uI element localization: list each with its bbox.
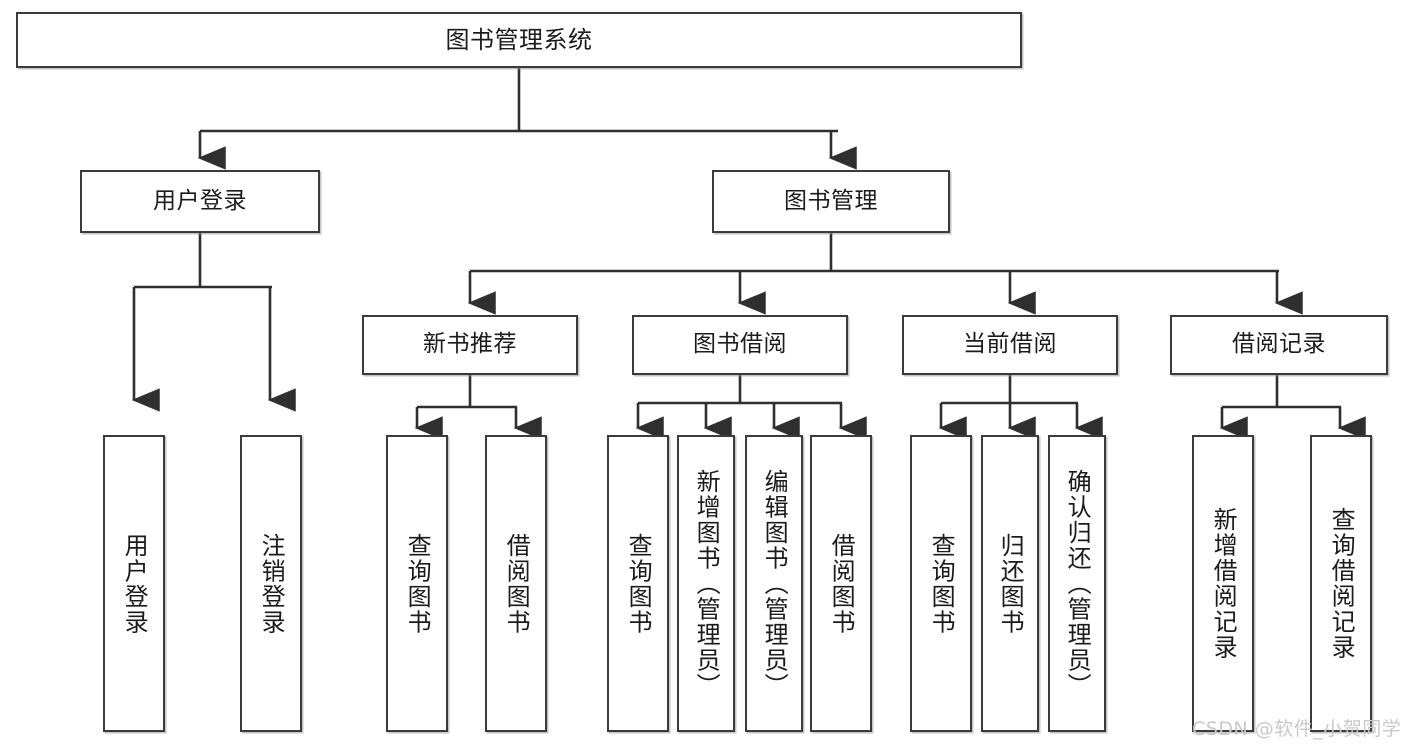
csdn-watermark: CSDN @软件_小贺同学	[1192, 718, 1402, 740]
leaf-query-books-current[interactable]: 查询图书	[910, 435, 972, 732]
node-label: 新增借阅记录	[1209, 507, 1238, 660]
node-book-borrowing[interactable]: 图书借阅	[632, 315, 848, 375]
node-label: 归还图书	[996, 532, 1025, 635]
leaf-query-books-borrow[interactable]: 查询图书	[607, 435, 669, 732]
node-label: 查询图书	[403, 532, 432, 635]
node-user-login[interactable]: 用户登录	[80, 170, 320, 233]
node-label: 用户登录	[120, 532, 149, 635]
node-label: 图书管理系统	[445, 25, 593, 54]
leaf-confirm-return-admin[interactable]: 确认归还（管理员）	[1048, 435, 1106, 732]
leaf-return-books[interactable]: 归还图书	[981, 435, 1039, 732]
node-label: 查询借阅记录	[1327, 507, 1356, 660]
node-label: 新增图书（管理员）	[692, 468, 721, 699]
leaf-borrow-books-recommend[interactable]: 借阅图书	[485, 435, 547, 732]
leaf-user-login[interactable]: 用户登录	[103, 435, 165, 732]
node-label: 图书管理	[784, 187, 878, 214]
node-label: 图书借阅	[693, 331, 787, 358]
node-label: 查询图书	[927, 532, 956, 635]
node-label: 确认归还（管理员）	[1063, 468, 1092, 699]
leaf-add-book-admin[interactable]: 新增图书（管理员）	[677, 435, 735, 732]
leaf-logout-login[interactable]: 注销登录	[240, 435, 302, 732]
node-label: 用户登录	[153, 187, 247, 214]
node-label: 编辑图书（管理员）	[760, 468, 789, 699]
node-label: 注销登录	[257, 532, 286, 635]
node-label: 借阅记录	[1232, 331, 1326, 358]
leaf-borrow-books[interactable]: 借阅图书	[810, 435, 872, 732]
node-label: 借阅图书	[827, 532, 856, 635]
node-book-management[interactable]: 图书管理	[712, 170, 950, 233]
node-label: 新书推荐	[423, 331, 517, 358]
leaf-query-books-recommend[interactable]: 查询图书	[386, 435, 448, 732]
node-label: 当前借阅	[963, 331, 1057, 358]
leaf-query-borrow-record[interactable]: 查询借阅记录	[1310, 435, 1372, 732]
leaf-add-borrow-record[interactable]: 新增借阅记录	[1192, 435, 1254, 732]
node-borrow-records[interactable]: 借阅记录	[1170, 315, 1388, 375]
node-root-book-management-system[interactable]: 图书管理系统	[16, 12, 1022, 68]
node-new-book-recommendation[interactable]: 新书推荐	[362, 315, 578, 375]
node-label: 查询图书	[624, 532, 653, 635]
node-current-borrowing[interactable]: 当前借阅	[902, 315, 1118, 375]
node-label: 借阅图书	[502, 532, 531, 635]
leaf-edit-book-admin[interactable]: 编辑图书（管理员）	[745, 435, 803, 732]
